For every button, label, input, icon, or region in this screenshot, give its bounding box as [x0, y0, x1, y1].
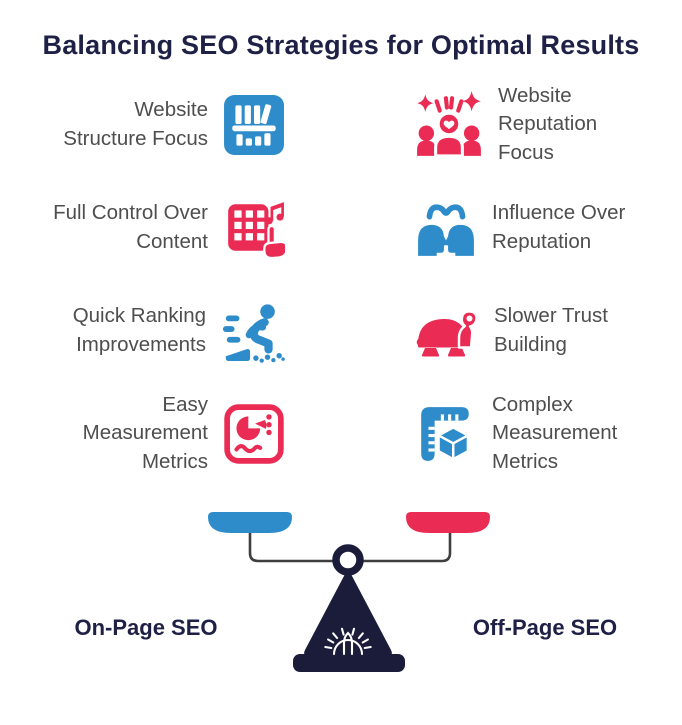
item-quick-ranking-improvements: Quick Ranking Improvements	[0, 279, 341, 382]
on-page-seo-label: On-Page SEO	[74, 615, 218, 640]
item-label: Full Control Over Content	[53, 201, 208, 253]
item-label: Influence Over Reputation	[492, 201, 626, 253]
item-label: Website Structure Focus	[63, 98, 208, 150]
gauge-glyph	[324, 627, 372, 656]
stand-base	[293, 654, 405, 672]
item-influence-over-reputation: Influence Over Reputation	[341, 176, 682, 279]
bookshelf-icon	[224, 94, 284, 155]
item-label: Slower Trust Building	[494, 304, 608, 356]
item-label: Quick Ranking Improvements	[72, 304, 206, 356]
item-slower-trust-building: Slower Trust Building	[341, 279, 682, 382]
balance-scale-section: On-Page SEO Off-Page SEO	[0, 493, 682, 708]
right-pan	[406, 512, 490, 533]
item-label: Complex Measurement Metrics	[492, 393, 618, 473]
balance-scale	[208, 512, 490, 672]
ruler-cube-icon	[421, 406, 469, 461]
scale-arms	[248, 533, 452, 563]
pivot-ring	[332, 544, 364, 576]
profiles-conversation-icon	[418, 203, 474, 256]
item-label: Website Reputation Focus	[498, 84, 598, 164]
running-person-icon	[222, 303, 285, 363]
content-grid-hand-icon	[228, 201, 285, 259]
item-website-structure-focus: Website Structure Focus	[0, 73, 341, 176]
stand-cone	[304, 572, 392, 656]
left-pan	[208, 512, 292, 533]
off-page-seo-label: Off-Page SEO	[472, 615, 618, 640]
audience-sparkle-icon	[417, 90, 481, 157]
item-complex-measurement-metrics: Complex Measurement Metrics	[341, 382, 682, 485]
pie-dashboard-icon	[224, 403, 284, 464]
item-easy-measurement-metrics: Easy Measurement Metrics	[0, 382, 341, 485]
item-label: Easy Measurement Metrics	[82, 393, 208, 473]
page-title: Balancing SEO Strategies for Optimal Res…	[42, 30, 640, 60]
item-website-reputation-focus: Website Reputation Focus	[341, 73, 682, 176]
comparison-grid: Website Structure Focus	[0, 73, 682, 485]
turtle-icon	[416, 309, 478, 356]
item-full-control-over-content: Full Control Over Content	[0, 176, 341, 279]
